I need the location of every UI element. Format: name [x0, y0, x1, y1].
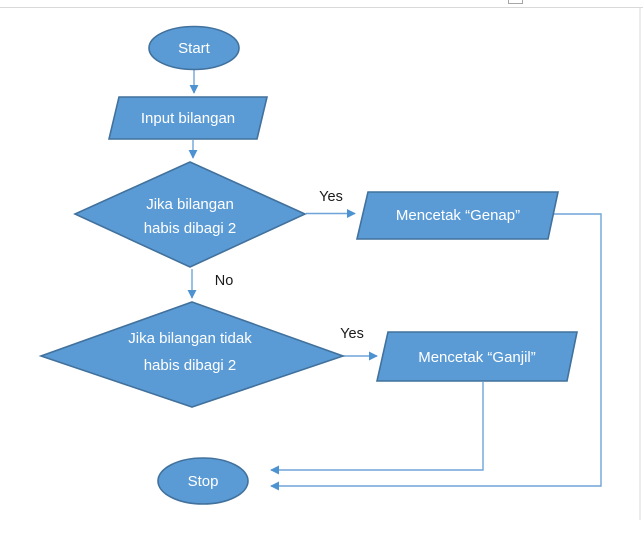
genap-parallelogram-shape[interactable] — [355, 191, 559, 240]
start-terminator-shape[interactable] — [148, 25, 240, 71]
decision1-label-line1: Jika bilangan — [146, 196, 234, 213]
cropped-ui-fragment — [508, 0, 523, 4]
ganjil-parallelogram-shape[interactable] — [376, 331, 578, 382]
node-stop[interactable]: Stop — [157, 457, 249, 505]
edge-label-yes-2[interactable]: Yes — [340, 326, 364, 342]
input-label: Input bilangan — [141, 110, 235, 127]
input-parallelogram-shape[interactable] — [107, 96, 269, 140]
decision1-diamond-shape[interactable] — [73, 161, 307, 268]
stop-terminator-shape[interactable] — [157, 457, 249, 505]
connector-genap-to-stop[interactable] — [270, 213, 602, 491]
decision2-label-line2: habis dibagi 2 — [144, 357, 237, 374]
start-label: Start — [178, 40, 211, 57]
node-ganjil[interactable]: Mencetak “Ganjil” — [376, 331, 578, 382]
genap-label: Mencetak “Genap” — [396, 207, 520, 224]
node-decision1[interactable]: Jika bilangan habis dibagi 2 — [73, 161, 307, 268]
ganjil-label: Mencetak “Ganjil” — [418, 349, 536, 366]
node-start[interactable]: Start — [148, 25, 240, 71]
edge-label-yes-1[interactable]: Yes — [319, 189, 343, 205]
node-input[interactable]: Input bilangan — [107, 96, 269, 140]
edge-label-no[interactable]: No — [215, 273, 234, 289]
node-decision2[interactable]: Jika bilangan tidak habis dibagi 2 — [38, 301, 346, 408]
stop-label: Stop — [188, 473, 219, 490]
decision1-label-line2: habis dibagi 2 — [144, 220, 237, 237]
node-genap[interactable]: Mencetak “Genap” — [355, 191, 559, 240]
connector-ganjil-to-stop[interactable] — [270, 382, 484, 475]
decision2-label-line1: Jika bilangan tidak — [128, 330, 252, 347]
decision2-diamond-shape[interactable] — [38, 301, 346, 408]
